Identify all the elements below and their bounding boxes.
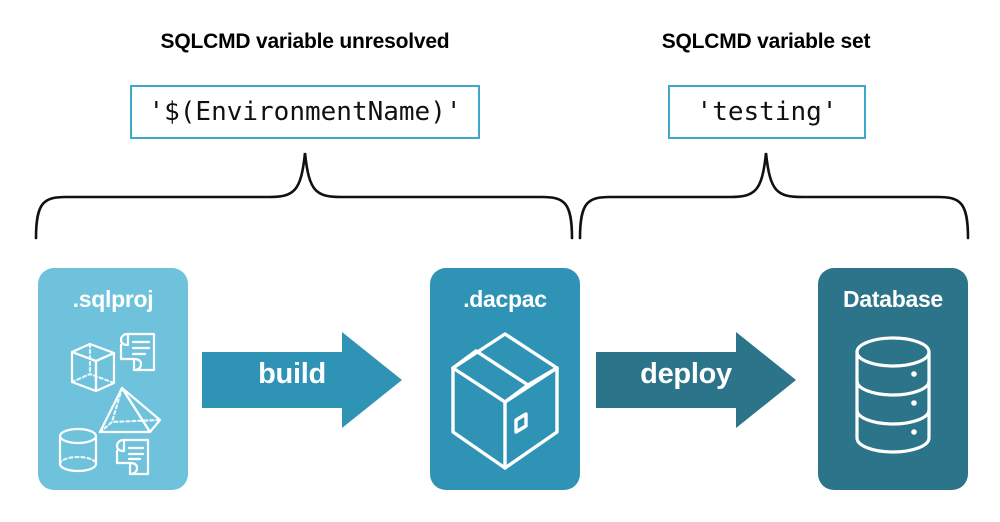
- package-box-icon: [451, 332, 559, 470]
- node-dacpac[interactable]: .dacpac: [430, 268, 580, 490]
- node-sqlproj-artwork: [58, 332, 162, 476]
- brace-right-icon: [578, 152, 970, 240]
- brace-group: [34, 152, 970, 240]
- brace-left-icon: [34, 152, 574, 240]
- heading-sqlcmd-variable-set: SQLCMD variable set: [661, 30, 871, 53]
- script-scroll-icon: [119, 332, 156, 372]
- database-cylinder-icon: [855, 336, 931, 454]
- pyramid-icon: [98, 386, 162, 434]
- node-dacpac-label: .dacpac: [463, 286, 547, 312]
- heading-sqlcmd-variable-unresolved: SQLCMD variable unresolved: [160, 30, 450, 53]
- code-value-box-set: 'testing': [668, 85, 866, 139]
- node-dacpac-artwork: [451, 332, 559, 470]
- code-value-box-unresolved: '$(EnvironmentName)': [130, 85, 480, 139]
- arrow-deploy: [596, 332, 796, 428]
- node-sqlproj-label: .sqlproj: [72, 286, 154, 312]
- node-database[interactable]: Database: [818, 268, 968, 490]
- node-sqlproj[interactable]: .sqlproj: [38, 268, 188, 490]
- node-database-artwork: [855, 336, 931, 454]
- cylinder-icon: [58, 427, 98, 473]
- cube-icon: [70, 342, 116, 393]
- node-database-label: Database: [843, 286, 943, 312]
- arrow-deploy-shape: [596, 332, 796, 428]
- script-scroll-icon: [115, 438, 150, 476]
- arrow-build-shape: [202, 332, 402, 428]
- arrow-build: [202, 332, 402, 428]
